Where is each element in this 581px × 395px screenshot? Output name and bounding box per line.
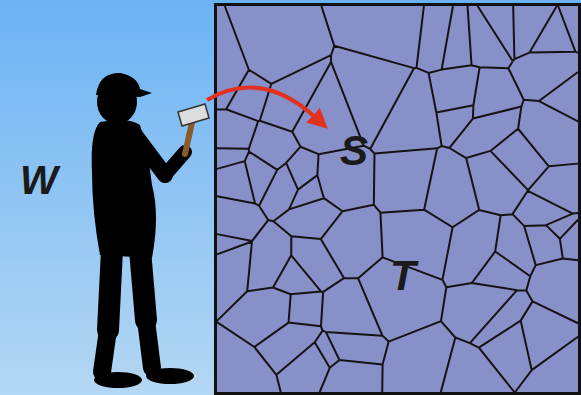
worker-silhouette [92,73,194,388]
cracks [217,6,578,392]
crack-lines [217,6,578,392]
worker-letter: W [20,160,58,200]
hammer [178,104,209,154]
impact-arrow [207,88,316,118]
region-letter: S [340,130,368,172]
block-fill [214,3,581,395]
region-letter: T [390,255,416,297]
cracked-block: ST [214,3,581,395]
